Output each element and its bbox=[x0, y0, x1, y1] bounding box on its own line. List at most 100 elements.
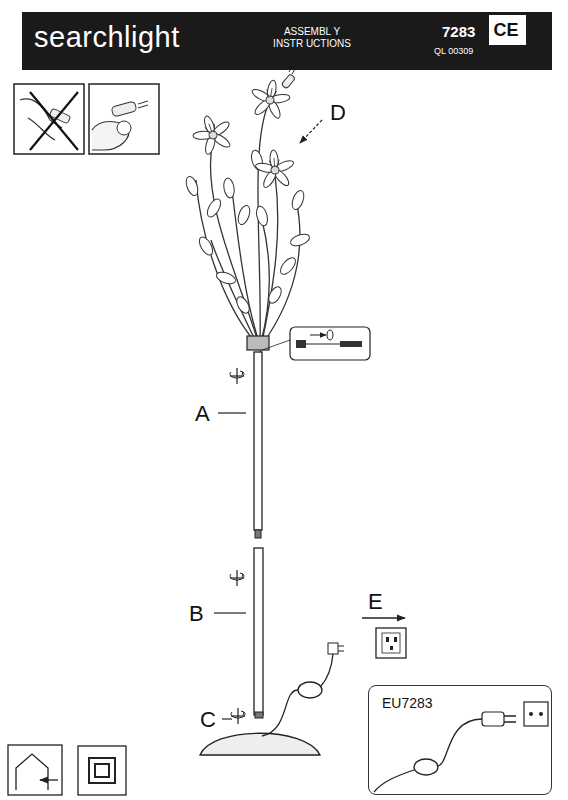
leaf bbox=[255, 205, 270, 227]
callout-letter: A bbox=[195, 403, 210, 425]
lamp-base bbox=[255, 712, 263, 718]
connector-detail bbox=[306, 344, 340, 345]
lamp-base bbox=[321, 654, 333, 686]
class-two-symbol bbox=[89, 758, 115, 783]
lamp-base bbox=[338, 651, 344, 652]
eu-plug-drawing bbox=[524, 702, 548, 726]
eu-plug-drawing bbox=[504, 715, 516, 717]
document-code: QL 00309 bbox=[434, 46, 473, 56]
class-two-symbol bbox=[95, 764, 109, 777]
leaf bbox=[236, 204, 252, 226]
bulb-handling-inset bbox=[117, 121, 131, 135]
rotation-symbol bbox=[230, 570, 244, 586]
eu-inset-box: EU7283 bbox=[368, 685, 552, 795]
bulb-handling-inset bbox=[14, 84, 84, 154]
eu-plug-drawing bbox=[504, 721, 516, 723]
arrow-d bbox=[300, 120, 322, 143]
rotation-symbol bbox=[230, 368, 244, 384]
header-bar: searchlight ASSEMBL Y INSTR UCTIONS 7283QL… bbox=[22, 12, 552, 70]
callout-letter: B bbox=[189, 603, 204, 625]
pole bbox=[254, 352, 262, 530]
eu-plug-drawing bbox=[414, 759, 438, 775]
connector-detail bbox=[296, 340, 306, 348]
flower-head bbox=[253, 148, 297, 190]
flower-head bbox=[187, 109, 238, 159]
leader-line bbox=[218, 412, 246, 413]
bulb bbox=[281, 74, 295, 89]
indoor-use-symbol bbox=[16, 754, 48, 790]
lamp-base bbox=[262, 690, 298, 736]
callout-letter: E bbox=[368, 591, 383, 613]
eu-plug-drawing bbox=[539, 712, 543, 716]
pole bbox=[254, 352, 263, 715]
indoor-use-symbol bbox=[40, 779, 58, 780]
flower-head bbox=[261, 220, 269, 342]
leaf bbox=[222, 177, 235, 198]
eu-plug-drawing bbox=[374, 702, 548, 792]
bulb bbox=[281, 67, 295, 89]
eu-plug-drawing bbox=[437, 719, 482, 766]
connector-detail bbox=[327, 330, 333, 340]
bulb-handling-inset bbox=[89, 84, 159, 154]
flower-head bbox=[196, 180, 255, 342]
wall-socket bbox=[390, 646, 393, 650]
lamp-base bbox=[200, 733, 320, 755]
connector-detail bbox=[290, 327, 370, 360]
callout-letter: C bbox=[200, 709, 216, 731]
leader-line bbox=[222, 718, 232, 719]
lamp-base bbox=[338, 646, 344, 647]
eu-plug-drawing bbox=[482, 712, 504, 726]
indoor-use-symbol bbox=[8, 745, 62, 795]
wall-socket bbox=[386, 637, 389, 642]
lamp-base bbox=[200, 643, 344, 755]
rotation-symbol bbox=[231, 708, 245, 724]
inset-label: EU7283 bbox=[382, 695, 433, 711]
rotation-symbol bbox=[230, 368, 245, 724]
wall-socket bbox=[362, 618, 406, 658]
flower-head bbox=[187, 77, 297, 190]
leaf bbox=[234, 295, 252, 316]
ce-mark-text: CE bbox=[490, 20, 522, 41]
wall-socket bbox=[362, 617, 405, 618]
leaf bbox=[278, 255, 299, 277]
wall-socket bbox=[376, 628, 406, 658]
heading: ASSEMBL Y INSTR UCTIONS bbox=[270, 26, 354, 49]
leaf bbox=[266, 285, 284, 306]
leaf bbox=[215, 270, 237, 286]
eu-plug-drawing bbox=[374, 770, 414, 792]
wall-socket bbox=[394, 637, 397, 642]
connector-detail bbox=[247, 336, 269, 350]
indoor-use-symbol bbox=[8, 745, 62, 795]
bulb-handling-inset bbox=[138, 101, 148, 104]
callout-letter: D bbox=[330, 102, 346, 124]
lamp-base bbox=[298, 682, 322, 698]
bulb-handling-inset bbox=[111, 101, 137, 117]
bulb-handling-inset bbox=[30, 92, 78, 150]
flower-head bbox=[232, 190, 259, 342]
connector-detail bbox=[247, 327, 370, 360]
ce-mark: CE bbox=[489, 15, 526, 45]
connector-detail bbox=[262, 340, 290, 350]
leaf bbox=[184, 175, 200, 197]
leaf bbox=[290, 189, 306, 211]
pole bbox=[255, 530, 261, 538]
flower-head bbox=[262, 175, 278, 342]
leaf bbox=[184, 149, 311, 315]
leaf bbox=[197, 235, 216, 257]
class-two-symbol bbox=[78, 746, 126, 795]
bulb-handling-inset bbox=[138, 105, 148, 108]
leaf bbox=[205, 197, 224, 219]
brand-logo: searchlight bbox=[34, 21, 180, 54]
model-number: 7283 bbox=[442, 23, 475, 40]
leader-line bbox=[214, 612, 246, 613]
eu-plug-drawing bbox=[529, 712, 533, 716]
arrow-d bbox=[300, 120, 322, 143]
bulb-handling-inset bbox=[30, 92, 78, 150]
flower-head bbox=[211, 240, 256, 342]
class-two-symbol bbox=[78, 746, 126, 795]
leader-line bbox=[214, 413, 246, 719]
leaf bbox=[289, 232, 311, 248]
bulb-handling-inset bbox=[14, 84, 159, 154]
connector-detail bbox=[340, 341, 362, 347]
